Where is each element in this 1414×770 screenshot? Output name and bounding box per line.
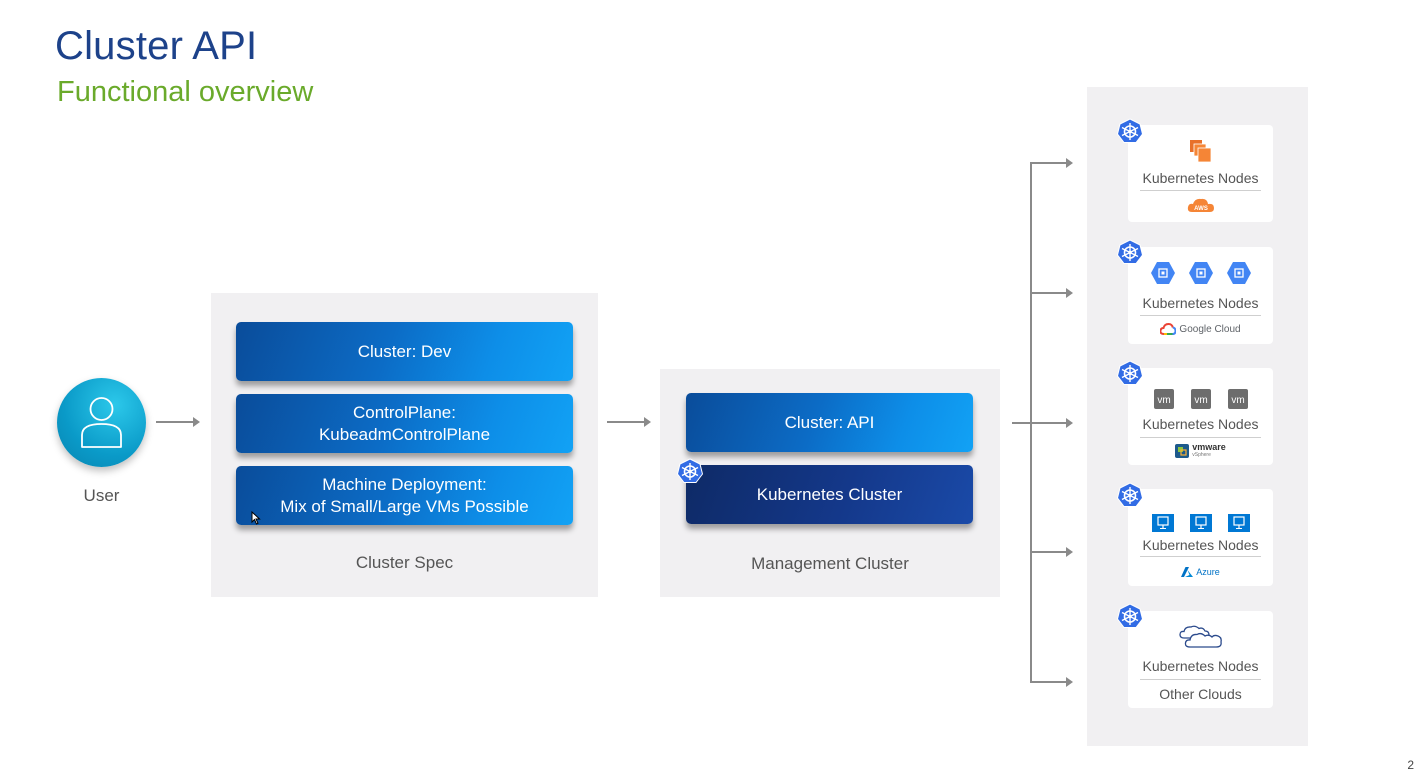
kubernetes-icon <box>1117 603 1143 628</box>
block-line: Machine Deployment: <box>322 474 487 494</box>
workload-cluster-aws: Kubernetes Nodes AWS <box>1128 125 1273 222</box>
kubernetes-icon <box>1117 239 1143 264</box>
user-icon <box>81 397 122 448</box>
node-title: Kubernetes Nodes <box>1142 170 1259 186</box>
block-line: Cluster: Dev <box>357 341 452 361</box>
user-avatar <box>57 378 146 467</box>
vm-icon: vm <box>1190 389 1211 409</box>
svg-text:vm: vm <box>1157 395 1170 406</box>
arrow-spec-to-management <box>607 417 651 427</box>
cloud-icon <box>1178 625 1222 648</box>
aws-ec2-icon <box>1189 140 1211 163</box>
gcp-compute-icon <box>1188 262 1213 284</box>
node-title: Kubernetes Nodes <box>1142 295 1259 311</box>
control-plane-block: ControlPlane: KubeadmControlPlane <box>236 394 573 453</box>
divider <box>1140 556 1261 557</box>
aws-logo-icon: AWS <box>1187 198 1214 212</box>
user-label: User <box>83 486 120 505</box>
block-line: KubeadmControlPlane <box>318 424 491 444</box>
block-line: ControlPlane: <box>352 402 456 422</box>
azure-vm-icon <box>1151 514 1174 532</box>
kubernetes-cluster-block: Kubernetes Cluster <box>686 465 973 524</box>
kubernetes-icon <box>1117 360 1143 385</box>
provider-name: vmware <box>1192 442 1226 452</box>
arrow-to-vsphere <box>1031 418 1073 428</box>
cluster-api-block: Cluster: API <box>686 393 973 452</box>
provider-name: Other Clouds <box>1159 686 1242 702</box>
azure-vm-icon <box>1189 514 1212 532</box>
arrow-to-gcp <box>1031 288 1073 298</box>
gcp-compute-icon <box>1226 262 1251 284</box>
arrow-to-aws <box>1031 158 1073 168</box>
cluster-spec-panel: Cluster: Dev ControlPlane: KubeadmContro… <box>211 293 598 597</box>
node-title: Kubernetes Nodes <box>1142 416 1259 432</box>
provider-name: Azure <box>1196 567 1220 577</box>
arrow-to-other <box>1031 677 1073 687</box>
kubernetes-icon <box>1117 118 1143 143</box>
vsphere-logo-icon <box>1175 444 1190 458</box>
node-title: Kubernetes Nodes <box>1142 537 1259 553</box>
svg-text:vm: vm <box>1194 395 1207 406</box>
machine-deployment-block: Machine Deployment: Mix of Small/Large V… <box>236 466 573 525</box>
gcp-compute-icon <box>1150 262 1175 284</box>
management-cluster-label: Management Cluster <box>751 554 909 573</box>
workload-cluster-other: Kubernetes Nodes Other Clouds <box>1128 611 1273 708</box>
vm-icon: vm <box>1227 389 1248 409</box>
azure-vm-icon <box>1227 514 1250 532</box>
arrow-user-to-spec <box>156 417 200 427</box>
divider <box>1140 679 1261 680</box>
provider-name: AWS <box>1194 206 1208 212</box>
arrow-to-azure <box>1031 547 1073 557</box>
divider <box>1140 437 1261 438</box>
mouse-cursor-icon <box>251 511 261 525</box>
svg-text:vm: vm <box>1231 395 1244 406</box>
azure-logo-icon <box>1181 567 1194 577</box>
management-cluster-panel: Cluster: API Kubernetes Cluster Manageme… <box>660 369 1000 597</box>
connector-line <box>1012 422 1031 424</box>
kubernetes-icon <box>677 458 703 483</box>
block-text: Kubernetes Cluster <box>756 484 903 504</box>
page-subtitle: Functional overview <box>57 76 314 108</box>
provider-name: Google Cloud <box>1179 323 1241 335</box>
divider <box>1140 315 1261 316</box>
block-line: Mix of Small/Large VMs Possible <box>280 496 529 516</box>
divider <box>1140 190 1261 191</box>
kubernetes-icon <box>1117 482 1143 507</box>
google-cloud-logo-icon <box>1160 323 1177 335</box>
page-number: 2 <box>1407 758 1414 770</box>
node-title: Kubernetes Nodes <box>1142 658 1259 674</box>
vm-icon: vm <box>1153 389 1174 409</box>
page-title: Cluster API <box>55 24 258 68</box>
workload-cluster-azure: Kubernetes Nodes Azure <box>1128 489 1273 586</box>
cluster-dev-block: Cluster: Dev <box>236 322 573 381</box>
block-text: Cluster: API <box>784 412 875 432</box>
workload-cluster-vsphere: vm vm vm Kubernetes Nodes vmware vSphere <box>1128 368 1273 465</box>
provider-subname: vSphere <box>1192 452 1211 458</box>
workload-cluster-gcp: Kubernetes Nodes Google Cloud <box>1128 247 1273 344</box>
cluster-spec-label: Cluster Spec <box>355 553 454 572</box>
